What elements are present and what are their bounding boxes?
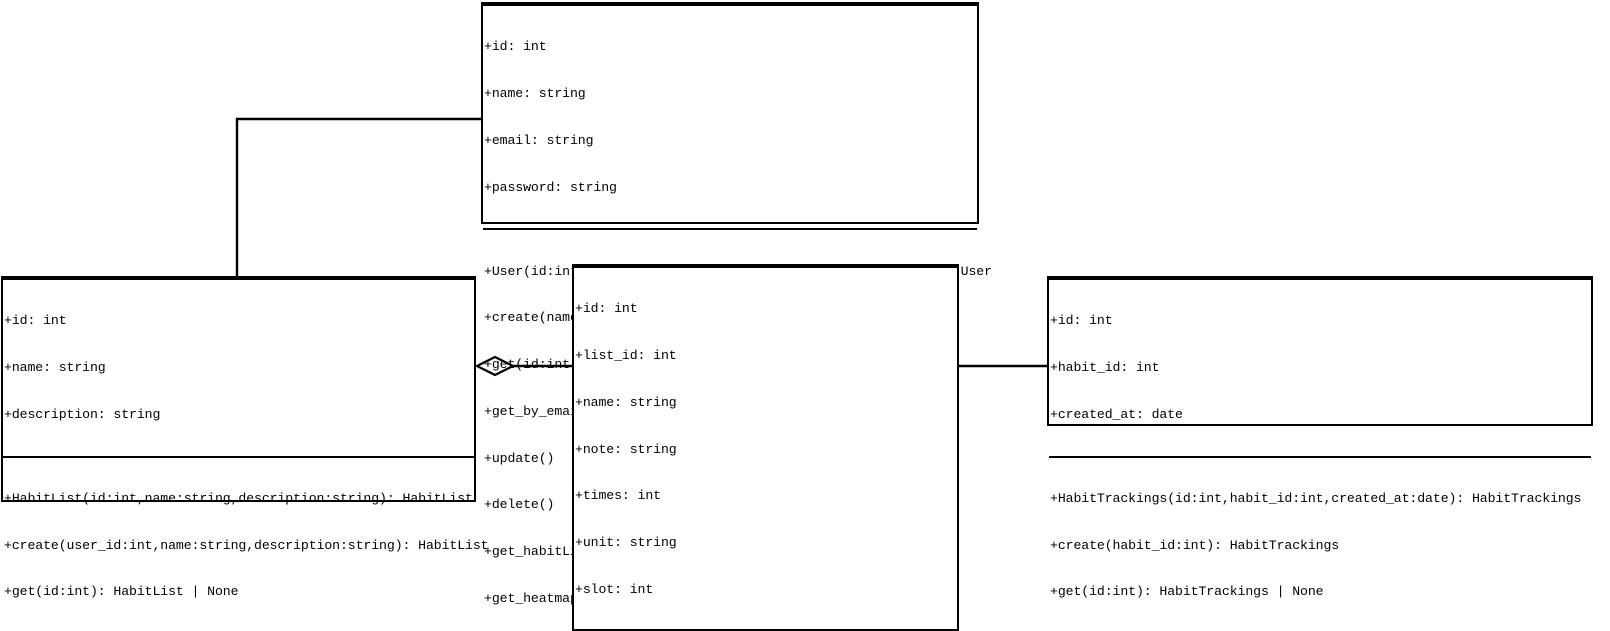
uml-attribute: +id: int	[484, 39, 547, 55]
uml-attribute: +id: int	[575, 301, 638, 317]
uml-attribute: +name: string	[4, 359, 106, 375]
uml-attribute: +id: int	[1050, 313, 1113, 329]
uml-attributes-user: +id: int +name: string +email: string +p…	[483, 6, 977, 231]
uml-attribute: +created_at: date	[1050, 406, 1183, 422]
uml-method: +update()	[484, 450, 555, 466]
uml-attributes-habit: +id: int +list_id: int +name: string +no…	[574, 268, 957, 631]
aggregation-diamond-icon	[474, 355, 516, 377]
uml-attribute: +list_id: int	[575, 347, 677, 363]
uml-method: +create(user_id:int,name:string,descript…	[4, 537, 489, 553]
uml-attribute: +percentage: int	[575, 629, 957, 631]
uml-method: +HabitTrackings(id:int,habit_id:int,crea…	[1050, 490, 1582, 506]
connector-user-habitlist[interactable]	[235, 117, 481, 277]
uml-method: +get(id:int): HabitTrackings | None	[1050, 584, 1324, 600]
uml-class-habittrackings[interactable]: HabitTrackings +id: int +habit_id: int +…	[1047, 276, 1593, 599]
connector-habitlist-habit[interactable]	[474, 355, 572, 377]
uml-class-habit[interactable]: Habit +id: int +list_id: int +name: stri…	[572, 264, 959, 631]
uml-attribute: +email: string	[484, 132, 594, 148]
uml-attribute: +times: int	[575, 488, 661, 504]
uml-method: +create(habit_id:int): HabitTrackings	[1050, 537, 1340, 553]
uml-class-name-habitlist: HabitList	[3, 278, 474, 280]
uml-attribute: +habit_id: int	[1050, 359, 1160, 375]
uml-class-habitlist[interactable]: HabitList +id: int +name: string +descri…	[1, 276, 489, 599]
uml-attribute: +name: string	[575, 394, 677, 410]
uml-method: +get(id:int): HabitList | None	[4, 584, 239, 600]
uml-class-name-user: User	[483, 4, 977, 6]
uml-attribute: +description: string	[4, 406, 161, 422]
uml-attribute: +id: int	[4, 313, 67, 329]
uml-method: +HabitList(id:int,name:string,descriptio…	[4, 490, 473, 506]
uml-class-user[interactable]: User +id: int +name: string +email: stri…	[481, 2, 992, 606]
uml-class-name-habit: Habit	[574, 266, 957, 268]
uml-class-name-habittrackings: HabitTrackings	[1049, 278, 1591, 280]
uml-attribute: +note: string	[575, 441, 677, 457]
uml-attribute: +unit: string	[575, 535, 677, 551]
uml-methods-habitlist: +HabitList(id:int,name:string,descriptio…	[3, 458, 489, 631]
uml-attributes-habitlist: +id: int +name: string +description: str…	[3, 280, 474, 458]
uml-method: +delete()	[484, 497, 555, 513]
uml-attributes-habittrackings: +id: int +habit_id: int +created_at: dat…	[1049, 280, 1591, 458]
uml-methods-habittrackings: +HabitTrackings(id:int,habit_id:int,crea…	[1049, 458, 1591, 631]
uml-attribute: +password: string	[484, 179, 617, 195]
uml-attribute: +slot: int	[575, 581, 654, 597]
uml-attribute: +name: string	[484, 85, 586, 101]
